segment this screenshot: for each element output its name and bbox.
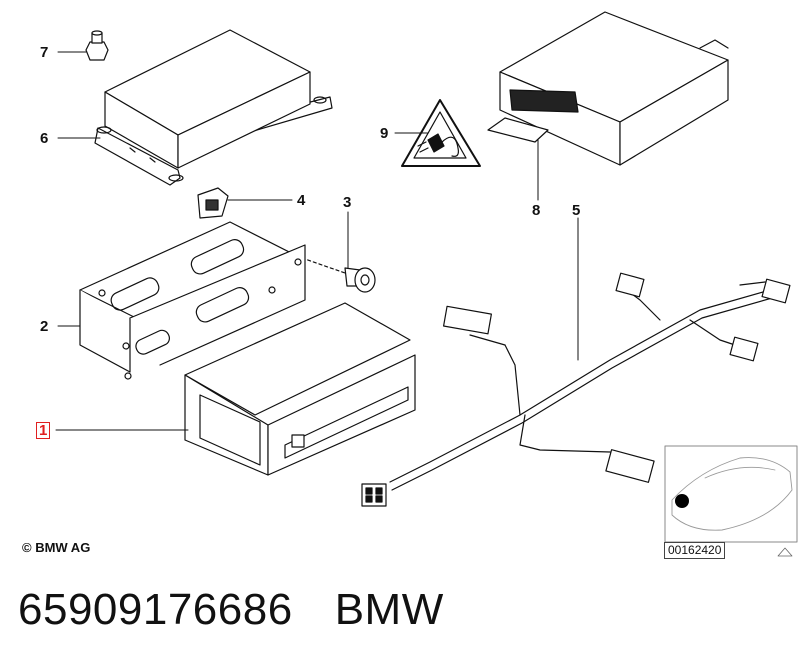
part-4-clip [197,187,229,219]
connector-bottom [361,483,387,507]
callout-6: 6 [40,130,49,147]
plug-icon [417,133,459,157]
part-3-screw [301,257,376,293]
part-5-wiring-harness [389,281,773,491]
brand-name: BMW [334,585,444,634]
exploded-parts-diagram [55,11,798,557]
diagram-id-label: 00162420 [664,542,726,559]
part-6-amplifier [94,29,333,186]
part-2-frame [79,221,306,380]
callout-7: 7 [40,44,49,61]
copyright-notice: © BMW AG [22,540,91,555]
car-locator-icon [664,445,798,557]
leader-lines [55,51,579,431]
connector-upper-right-1 [615,272,645,298]
callout-1[interactable]: 1 [36,422,51,439]
part-caption: 65909176686 BMW [18,585,444,635]
callout-9: 9 [380,125,389,142]
part-7-nut [85,30,109,61]
callout-2: 2 [40,318,49,335]
part-number: 65909176686 [18,585,293,634]
part-8-module [487,11,729,166]
connector-top [442,305,492,335]
callout-5: 5 [572,202,581,219]
part-1-cd-changer [184,302,416,476]
callout-8: 8 [532,202,541,219]
connector-upper-right-2 [761,278,791,304]
callout-3: 3 [343,194,352,211]
callout-4: 4 [297,192,306,209]
connector-right-mid [729,336,759,362]
connector-right-low [605,449,655,483]
